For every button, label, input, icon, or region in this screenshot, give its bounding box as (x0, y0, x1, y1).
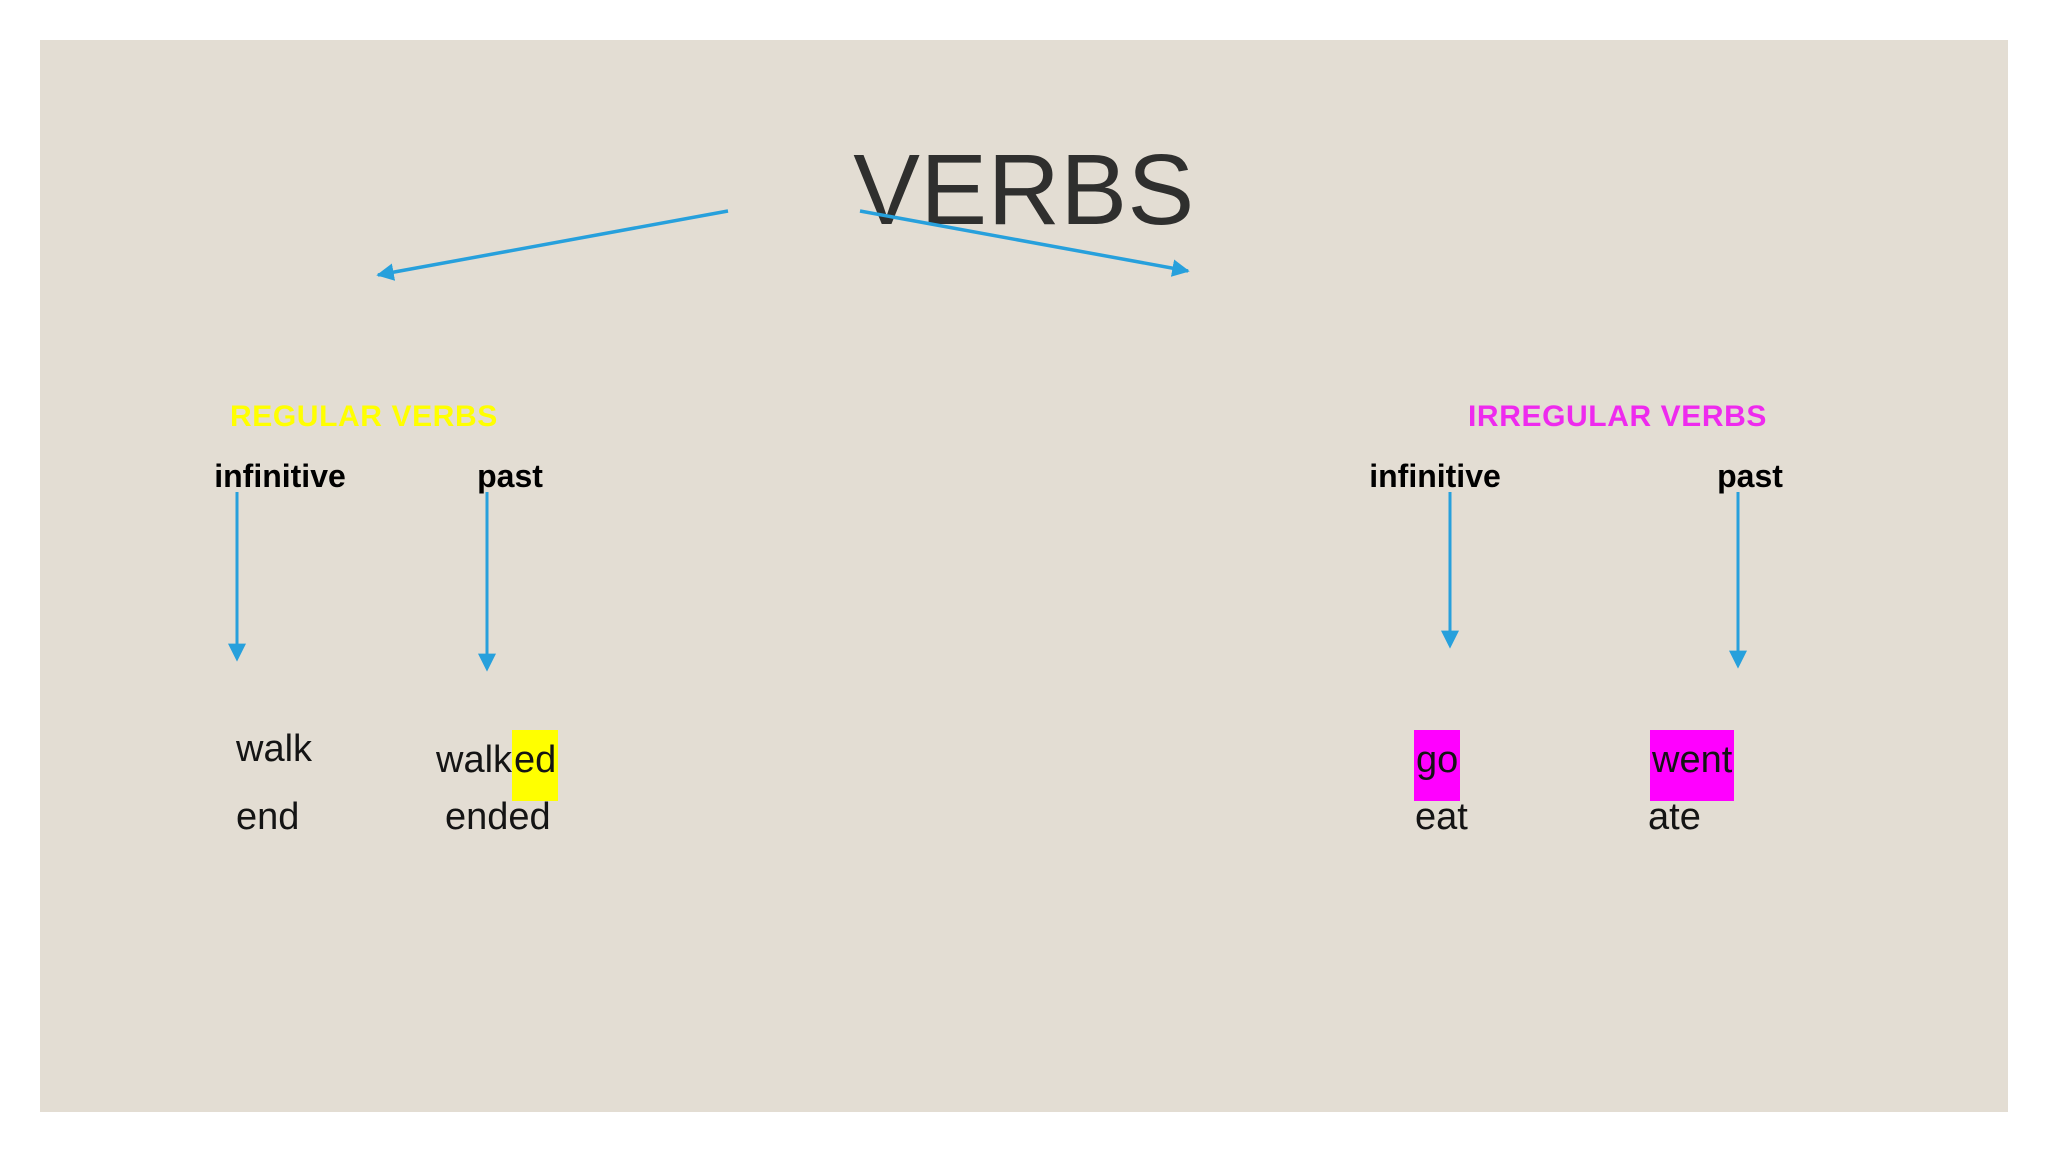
word-highlight-went: went (1650, 730, 1735, 801)
column-label-regular-past: past (477, 458, 543, 494)
section-heading-regular-verbs: REGULAR VERBS (230, 400, 498, 433)
word-irregular-infinitive-1: go (1414, 730, 1461, 801)
word-stem: walk (436, 739, 513, 781)
word-irregular-past-1: went (1650, 730, 1735, 801)
page-title: VERBS (853, 134, 1195, 246)
slide-canvas: VERBS (40, 40, 2008, 1112)
word-regular-past-1: walked (436, 730, 559, 801)
column-label-irregular-infinitive: infinitive (1369, 458, 1501, 494)
word-highlight-go: go (1414, 730, 1461, 801)
section-heading-irregular-verbs: IRREGULAR VERBS (1468, 400, 1768, 433)
word-irregular-past-2: ate (1648, 796, 1701, 838)
column-label-irregular-past: past (1717, 458, 1783, 494)
word-regular-past-2: ended (445, 796, 551, 838)
word-regular-infinitive-2: end (236, 796, 300, 838)
suffix-highlight-ed: ed (512, 730, 559, 801)
column-label-regular-infinitive: infinitive (214, 458, 346, 494)
word-regular-infinitive-1: walk (236, 728, 313, 770)
word-irregular-infinitive-2: eat (1415, 796, 1468, 838)
